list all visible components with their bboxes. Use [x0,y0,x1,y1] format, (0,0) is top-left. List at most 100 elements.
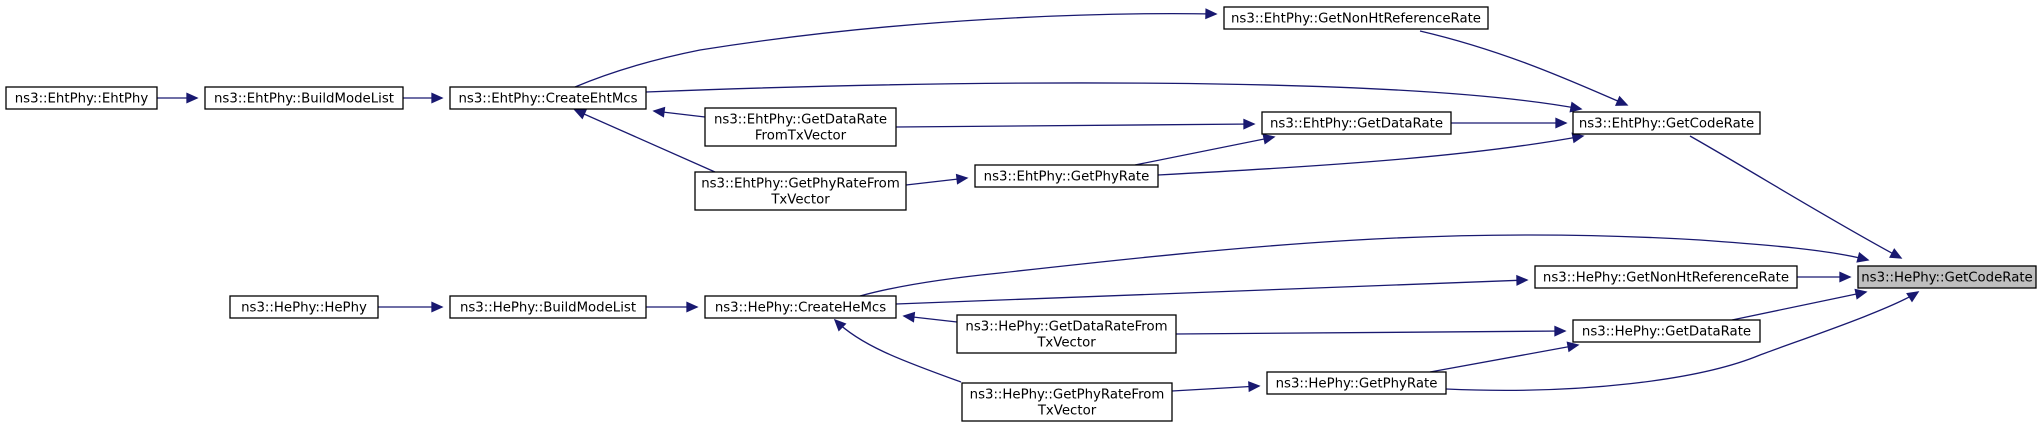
arrowhead-icon [1555,117,1568,129]
node-label: ns3::HePhy::HePhy [241,301,367,316]
edge-line [1429,344,1579,373]
arrowhead-icon [1889,248,1903,259]
arrowhead-icon [1615,95,1629,106]
arrowhead-icon [186,92,199,104]
node-box [694,171,907,211]
node-label: ns3::EhtPhy::GetPhyRate [984,170,1150,185]
node-eht-createmcs[interactable]: ns3::EhtPhy::CreateEhtMcs [449,86,647,110]
node-label: ns3::HePhy::GetCodeRate [1861,271,2033,286]
edge-he_getphyrate-to-he_getdatarate [1429,341,1580,373]
edge-eht_getphyrate-to-eht_getcoderate [1157,132,1585,176]
arrowhead-icon [1566,341,1580,353]
node-box [704,295,897,319]
edge-he_createmcs-to-target [859,234,1870,297]
nodes-layer: ns3::HePhy::GetCodeRate ns3::EhtPhy::GetC… [5,6,2037,422]
arrowhead-icon [431,301,444,313]
edge-eht_getphyratefromtx-to-eht_getphyrate [905,173,969,186]
edge-he_createmcs-to-he_getnonht [895,274,1529,305]
arrowhead-icon [902,311,916,323]
node-eht-getnonht[interactable]: ns3::EhtPhy::GetNonHtReferenceRate [1223,6,1489,30]
node-he-buildmodelist[interactable]: ns3::HePhy::BuildModeList [449,295,647,319]
edge-he_getdataratefromtx-to-he_getdatarate [1175,325,1567,337]
edge-line [1175,330,1566,335]
node-label: ns3::EhtPhy::EhtPhy [15,92,149,107]
node-he-getdatarate[interactable]: ns3::HePhy::GetDataRate [1572,319,1761,343]
node-box [1266,371,1447,395]
node-label: ns3::EhtPhy::BuildModeList [214,92,394,107]
edge-line [1419,30,1628,106]
node-box [229,295,379,319]
node-eht-ctor[interactable]: ns3::EhtPhy::EhtPhy [5,86,158,110]
node-label: TxVector [770,193,830,208]
edge-eht_getphyrate-to-eht_getdatarate [1134,133,1276,166]
node-he-ctor[interactable]: ns3::HePhy::HePhy [229,295,379,319]
node-box [1223,6,1489,30]
node-box [204,86,404,110]
edge-eht_getcoderate-to-target [1689,135,1903,259]
arrowhead-icon [1554,325,1567,337]
node-box [1857,265,2037,289]
node-label: ns3::EhtPhy::GetDataRate [714,113,887,128]
arrowhead-icon [573,109,588,120]
edge-line [1689,135,1902,259]
node-label: TxVector [1036,336,1096,351]
edge-eht_getdataratefromtx-to-eht_getdatarate [895,118,1256,130]
arrowhead-icon [1243,118,1256,130]
node-label: ns3::HePhy::GetPhyRate [1276,377,1438,392]
edge-line [1134,136,1275,166]
edge-he_buildmodelist-to-he_createmcs [646,301,699,313]
node-box [1572,111,1761,135]
edges-layer [157,8,1920,393]
edge-he_getdatarate-to-target [1731,288,1868,321]
edge-he_getdataratefromtx-to-he_createmcs [902,311,958,323]
node-eht-getphyrate[interactable]: ns3::EhtPhy::GetPhyRate [974,164,1159,188]
node-label: ns3::HePhy::CreateHeMcs [715,301,886,316]
node-target[interactable]: ns3::HePhy::GetCodeRate [1857,265,2037,289]
node-box [704,107,897,147]
node-he-getphyrate[interactable]: ns3::HePhy::GetPhyRate [1266,371,1447,395]
node-label: ns3::HePhy::GetDataRate [1582,325,1751,340]
edge-line [645,82,1582,110]
arrowhead-icon [1569,101,1583,113]
arrowhead-icon [1906,291,1920,303]
edge-he_getphyrate-to-target [1445,291,1920,391]
edge-line [574,109,716,173]
edge-eht_buildmodelist-to-eht_createmcs [403,92,444,104]
node-label: ns3::HePhy::GetDataRateFrom [965,320,1167,335]
edge-eht_createmcs-to-eht_getnonht [574,8,1218,88]
edge-line [895,279,1528,305]
arrowhead-icon [955,173,969,185]
node-label: ns3::EhtPhy::GetCodeRate [1579,117,1754,132]
node-he-createmcs[interactable]: ns3::HePhy::CreateHeMcs [704,295,897,319]
edge-line [1157,135,1584,176]
node-label: ns3::EhtPhy::GetNonHtReferenceRate [1231,12,1481,27]
arrowhead-icon [1262,133,1276,145]
arrowhead-icon [686,301,699,313]
edge-eht_getdataratefromtx-to-eht_createmcs [652,106,706,118]
edge-line [1731,291,1867,321]
node-eht-getdatarate[interactable]: ns3::EhtPhy::GetDataRate [1261,111,1452,135]
node-box [1261,111,1452,135]
edge-line [1445,291,1919,391]
node-eht-buildmodelist[interactable]: ns3::EhtPhy::BuildModeList [204,86,404,110]
edge-he_ctor-to-he_buildmodelist [378,301,444,313]
node-box [974,164,1159,188]
edge-line [895,123,1255,128]
node-eht-getcoderate[interactable]: ns3::EhtPhy::GetCodeRate [1572,111,1761,135]
arrowhead-icon [1839,271,1852,283]
arrowhead-icon [652,106,666,118]
node-box [5,86,158,110]
node-box [449,295,647,319]
node-box [1572,319,1761,343]
node-label: ns3::EhtPhy::CreateEhtMcs [458,92,637,107]
arrowhead-icon [431,92,444,104]
edge-line [574,13,1217,88]
edge-eht_getdatarate-to-eht_getcoderate [1451,117,1568,129]
node-he-getnonht[interactable]: ns3::HePhy::GetNonHtReferenceRate [1534,265,1798,289]
edge-eht_getnonht-to-eht_getcoderate [1419,30,1629,106]
